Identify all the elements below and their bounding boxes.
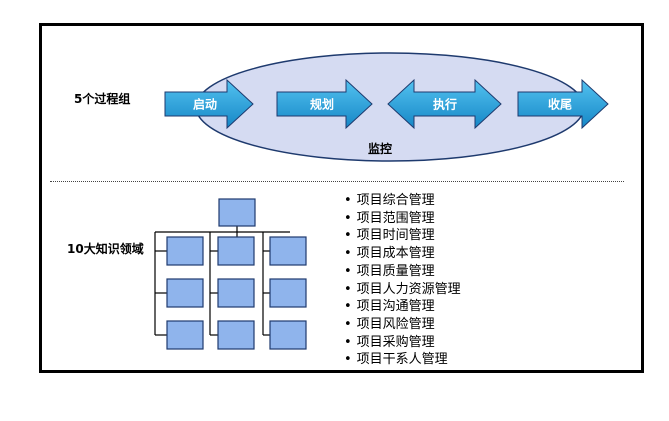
- list-item: 项目人力资源管理: [344, 281, 461, 299]
- process-groups-label: 5个过程组: [74, 92, 131, 106]
- hierarchy-box: [217, 278, 255, 308]
- executing-arrow: [387, 78, 502, 130]
- list-item: 项目时间管理: [344, 227, 461, 245]
- hierarchy-box: [166, 278, 204, 308]
- list-item: 项目沟通管理: [344, 298, 461, 316]
- list-item: 项目质量管理: [344, 263, 461, 281]
- knowledge-areas-list: 项目综合管理 项目范围管理 项目时间管理 项目成本管理 项目质量管理 项目人力资…: [344, 192, 461, 369]
- list-item: 项目采购管理: [344, 334, 461, 352]
- closing-arrow: [517, 78, 609, 130]
- step-label-planning: 规划: [310, 97, 334, 112]
- hierarchy-box: [269, 236, 307, 266]
- step-label-closing: 收尾: [548, 97, 572, 112]
- hierarchy-box: [217, 320, 255, 350]
- hierarchy-root-box: [218, 198, 256, 227]
- hierarchy-connectors: [154, 226, 290, 336]
- step-label-executing: 执行: [433, 97, 457, 112]
- hierarchy-box: [166, 236, 204, 266]
- list-item: 项目成本管理: [344, 245, 461, 263]
- list-item: 项目干系人管理: [344, 351, 461, 369]
- list-item: 项目综合管理: [344, 192, 461, 210]
- hierarchy-box: [166, 320, 204, 350]
- hierarchy-box: [269, 278, 307, 308]
- section-divider: [50, 181, 624, 182]
- hierarchy-box: [269, 320, 307, 350]
- step-label-initiating: 启动: [193, 97, 217, 112]
- initiating-arrow: [164, 78, 254, 130]
- planning-arrow: [276, 78, 373, 130]
- list-item: 项目风险管理: [344, 316, 461, 334]
- list-item: 项目范围管理: [344, 210, 461, 228]
- knowledge-areas-label: 10大知识领域: [67, 242, 144, 256]
- monitoring-label: 监控: [368, 141, 392, 156]
- hierarchy-box: [217, 236, 255, 266]
